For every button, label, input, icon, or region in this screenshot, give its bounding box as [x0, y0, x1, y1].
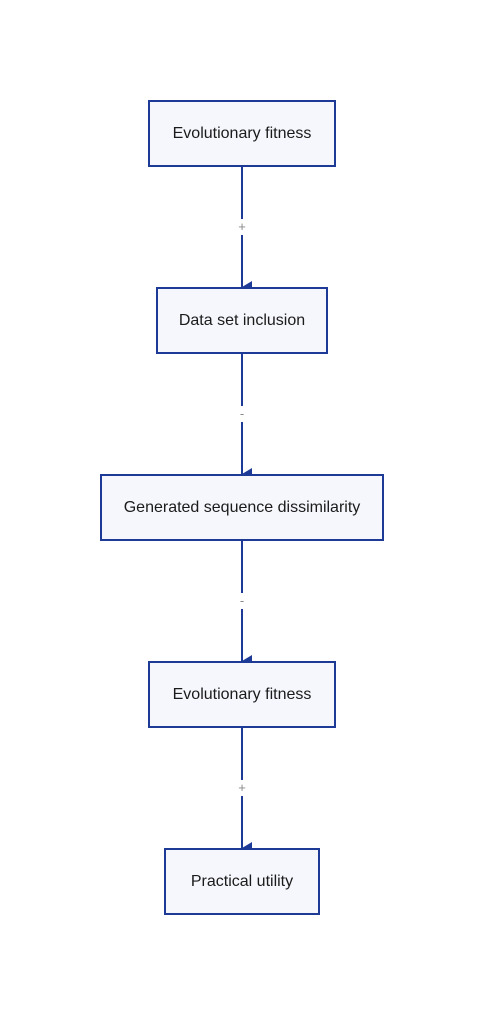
- node-data-set-inclusion: Data set inclusion: [156, 287, 328, 354]
- edge-label-4: +: [232, 780, 252, 796]
- node-evolutionary-fitness-2: Evolutionary fitness: [148, 661, 336, 728]
- edge-label-2: -: [232, 406, 252, 422]
- edge-label-3: -: [232, 593, 252, 609]
- edge-label-1: +: [232, 219, 252, 235]
- node-practical-utility: Practical utility: [164, 848, 320, 915]
- node-evolutionary-fitness-1: Evolutionary fitness: [148, 100, 336, 167]
- node-generated-sequence-dissimilarity: Generated sequence dissimilarity: [100, 474, 384, 541]
